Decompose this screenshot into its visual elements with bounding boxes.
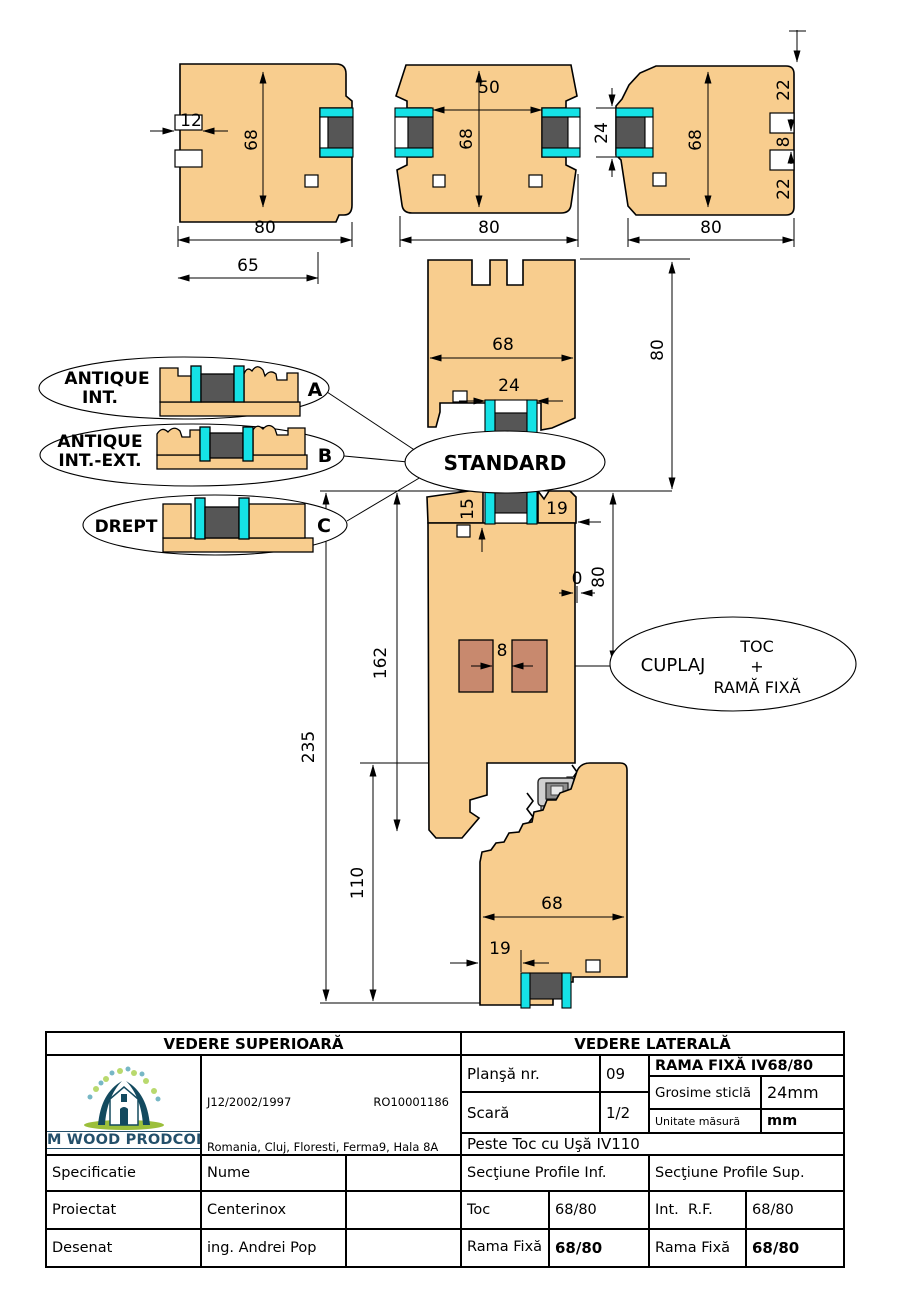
desenat-label: Desenat (47, 1230, 202, 1268)
dim-p3-bottom: 22 (774, 178, 794, 200)
profile-top-center (394, 64, 581, 214)
dim-p3-height: 68 (686, 129, 706, 151)
profile-3-dim-lines (627, 30, 806, 247)
section-coupling-body (426, 486, 577, 839)
company-cui: RO10001186 (373, 1094, 449, 1109)
dim-p1-width: 80 (254, 218, 276, 238)
glass-unit (484, 486, 538, 525)
section-mid-dim-lines (322, 492, 617, 1002)
callout-a-letter: A (308, 379, 323, 401)
scara-label: Scară (462, 1093, 601, 1134)
spec-label: Specificatie (47, 1156, 202, 1192)
dim-p3-top: 22 (774, 79, 794, 101)
dim-sec-235: 235 (299, 731, 319, 763)
dim-sec-68-bottom: 68 (541, 894, 563, 914)
rama-fixa-value: 68/80 (550, 1230, 650, 1268)
mini-profile-antique-int-ext (156, 424, 308, 470)
title-block: VEDERE SUPERIOARĂ VEDERE LATERALĂ SM WOO… (45, 1031, 845, 1268)
rama-fixa2-value: 68/80 (747, 1230, 845, 1268)
product-title: RAMA FIXĂ IV68/80 (650, 1056, 845, 1077)
company-logo-icon (83, 1066, 164, 1130)
dim-sec-162: 162 (371, 647, 391, 679)
dim-p3-width: 80 (700, 218, 722, 238)
toc-label: Toc (462, 1192, 550, 1230)
company-logo-text: SM WOOD PRODCOM (47, 1131, 200, 1149)
callout-cuplaj: CUPLAJ (641, 655, 706, 676)
sectiune-sup-label: Secţiune Profile Sup. (650, 1156, 845, 1192)
empty-cell (347, 1192, 462, 1230)
section-top-profile (427, 259, 576, 439)
plansa-label: Planşă nr. (462, 1056, 601, 1093)
dim-p1-height: 68 (242, 129, 262, 151)
scara-value: 1/2 (601, 1093, 650, 1134)
company-logo-cell: SM WOOD PRODCOM (47, 1056, 202, 1156)
glass-unit (615, 107, 654, 158)
dim-p2-width: 80 (478, 218, 500, 238)
rama-fixa-label: Rama Fixă (462, 1230, 550, 1268)
plansa-value: 09 (601, 1056, 650, 1093)
peste-toc-note: Peste Toc cu Uşă IV110 (462, 1134, 845, 1156)
grosime-label: Grosime sticlă (650, 1077, 762, 1110)
profile-1-dim-lines (150, 71, 353, 284)
glass-unit (319, 107, 354, 158)
dim-sec-zero: 0 (572, 569, 583, 589)
dim-p2-height: 68 (457, 128, 477, 150)
dim-sec-15: 15 (458, 498, 478, 520)
section-bottom-profile (479, 762, 628, 1009)
dim-sec-80-mid: 80 (589, 566, 609, 588)
callout-b-letter: B (318, 445, 332, 467)
profile-top-left (174, 63, 354, 223)
dim-sec-8: 8 (497, 641, 508, 661)
int-rf-label: Int. R.F. (650, 1192, 747, 1230)
company-info-cell: J12/2002/1997 RO10001186 Romania, Cluj, … (202, 1056, 462, 1156)
callout-c-label: DREPT (95, 517, 158, 537)
dim-p1-notch: 12 (180, 111, 202, 131)
proiectat-name: Centerinox (202, 1192, 347, 1230)
mini-profile-antique-int (159, 365, 301, 417)
dim-sec-110: 110 (348, 867, 368, 899)
sectiune-inf-label: Secţiune Profile Inf. (462, 1156, 650, 1192)
toc-value: 68/80 (550, 1192, 650, 1230)
mini-profile-drept (162, 497, 314, 553)
nume-label: Nume (202, 1156, 347, 1192)
callout-b-line2: INT.-EXT. (58, 451, 141, 471)
header-vedere-superioara: VEDERE SUPERIOARĂ (47, 1033, 462, 1056)
callout-a-line2: INT. (82, 388, 118, 408)
dim-p2-inner: 50 (478, 78, 500, 98)
callout-c-letter: C (317, 515, 331, 537)
glass-unit (520, 972, 572, 1009)
dim-sec-80-right: 80 (648, 339, 668, 361)
dim-p3-mid: 8 (774, 137, 794, 148)
dim-sec-68: 68 (492, 335, 514, 355)
dim-sec-19: 19 (546, 499, 568, 519)
empty-cell (347, 1156, 462, 1192)
int-rf-value: 68/80 (747, 1192, 845, 1230)
callout-b-line1: ANTIQUE (57, 432, 142, 452)
desenat-name: ing. Andrei Pop (202, 1230, 347, 1268)
dim-p1-inner: 65 (237, 256, 259, 276)
proiectat-label: Proiectat (47, 1192, 202, 1230)
rama-fixa2-label: Rama Fixă (650, 1230, 747, 1268)
technical-drawing-canvas: 12 68 80 65 50 68 80 24 68 80 22 8 22 68… (38, 30, 857, 1009)
profile-2-dim-lines (399, 70, 618, 247)
section-bottom-dim-lines (450, 913, 625, 972)
callout-a-line1: ANTIQUE (64, 369, 149, 389)
dim-sec-24: 24 (498, 376, 520, 396)
callout-rama-fixa: RAMĂ FIXĂ (713, 678, 800, 697)
header-vedere-laterala: VEDERE LATERALĂ (462, 1033, 845, 1056)
company-reg-number: J12/2002/1997 (207, 1094, 292, 1109)
callout-standard: STANDARD (444, 451, 567, 475)
grosime-value: 24mm (762, 1077, 845, 1110)
empty-cell (347, 1230, 462, 1268)
unitate-label: Unitate măsură (650, 1110, 762, 1134)
dim-sec-19-bottom: 19 (489, 939, 511, 959)
callout-toc: TOC (739, 637, 774, 656)
callout-plus: + (750, 657, 763, 676)
dim-p3-glass: 24 (592, 122, 612, 144)
section-top-dim-lines (429, 258, 690, 490)
unitate-value: mm (762, 1110, 845, 1134)
company-address: Romania, Cluj, Floresti, Ferma9, Hala 8A (207, 1139, 439, 1154)
